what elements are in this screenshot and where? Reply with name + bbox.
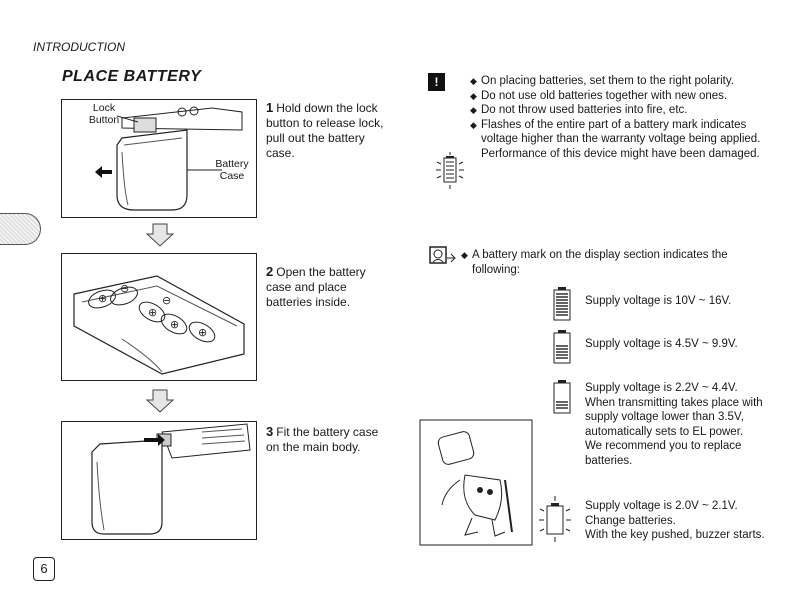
figure-fit-battery-case [61,421,257,540]
battery-state-one-third: Supply voltage is 2.2V ~ 4.4V. When tran… [585,382,763,467]
step-number: 2 [266,264,274,279]
list-item: ◆Do not throw used batteries into fire, … [470,104,688,116]
down-arrow-icon [145,223,175,247]
step-text: Hold down the lock button to release loc… [266,101,384,160]
open-case-illustration: ⊕ ⊖ ⊕ ⊕ ⊕ ⊖ [73,275,245,375]
figure-remove-battery-case: Lock Button Battery Case [61,99,257,218]
list-item: ◆Flashes of the entire part of a battery… [470,118,761,146]
step-text: Fit the battery case on the main body. [266,425,379,454]
battery-state-two-thirds: Supply voltage is 4.5V ~ 9.9V. [585,338,738,350]
lock-button-label: Lock Button [88,102,120,126]
fit-case-illustration [91,423,251,535]
list-item: ◆On placing batteries, set them to the r… [470,75,734,87]
figure-open-battery-case: ⊕ ⊖ ⊕ ⊕ ⊕ ⊖ [61,253,257,381]
battery-empty-flashing-icon [539,496,571,542]
list-item-continued: Performance of this device might have be… [481,147,760,160]
section-header: INTRODUCTION [33,40,125,54]
battery-one-third-icon [553,380,571,414]
svg-text:⊕: ⊕ [148,306,157,319]
list-item: ◆Do not use old batteries together with … [470,89,728,102]
page-title: PLACE BATTERY [62,68,202,85]
svg-text:⊕: ⊕ [98,292,107,305]
battery-full-icon [553,287,571,321]
battery-flashing-icon [436,152,464,189]
svg-text:⊖: ⊖ [162,294,171,307]
battery-case-label: Battery Case [215,158,249,182]
battery-state-full: Supply voltage is 10V ~ 16V. [585,295,732,307]
battery-two-thirds-icon [553,330,571,364]
tip-note: ◆A battery mark on the display section i… [461,249,728,276]
page-number: 6 [33,557,55,581]
svg-text:⊕: ⊕ [198,326,207,339]
battery-mascot-illustration [419,419,533,546]
battery-state-empty: Supply voltage is 2.0V ~ 2.1V. Change ba… [585,500,765,541]
svg-text:⊖: ⊖ [120,282,129,295]
battery-case-removal-illustration [95,106,243,211]
caution-icon: ! [428,73,445,91]
svg-text:⊕: ⊕ [170,318,179,331]
caution-list: ◆On placing batteries, set them to the r… [470,74,765,161]
step-text: Open the battery case and place batterie… [266,265,366,309]
step-number: 3 [266,424,274,439]
tip-icon [429,246,456,264]
down-arrow-icon [145,389,175,413]
step-number: 1 [266,100,274,115]
section-tab [0,213,41,245]
